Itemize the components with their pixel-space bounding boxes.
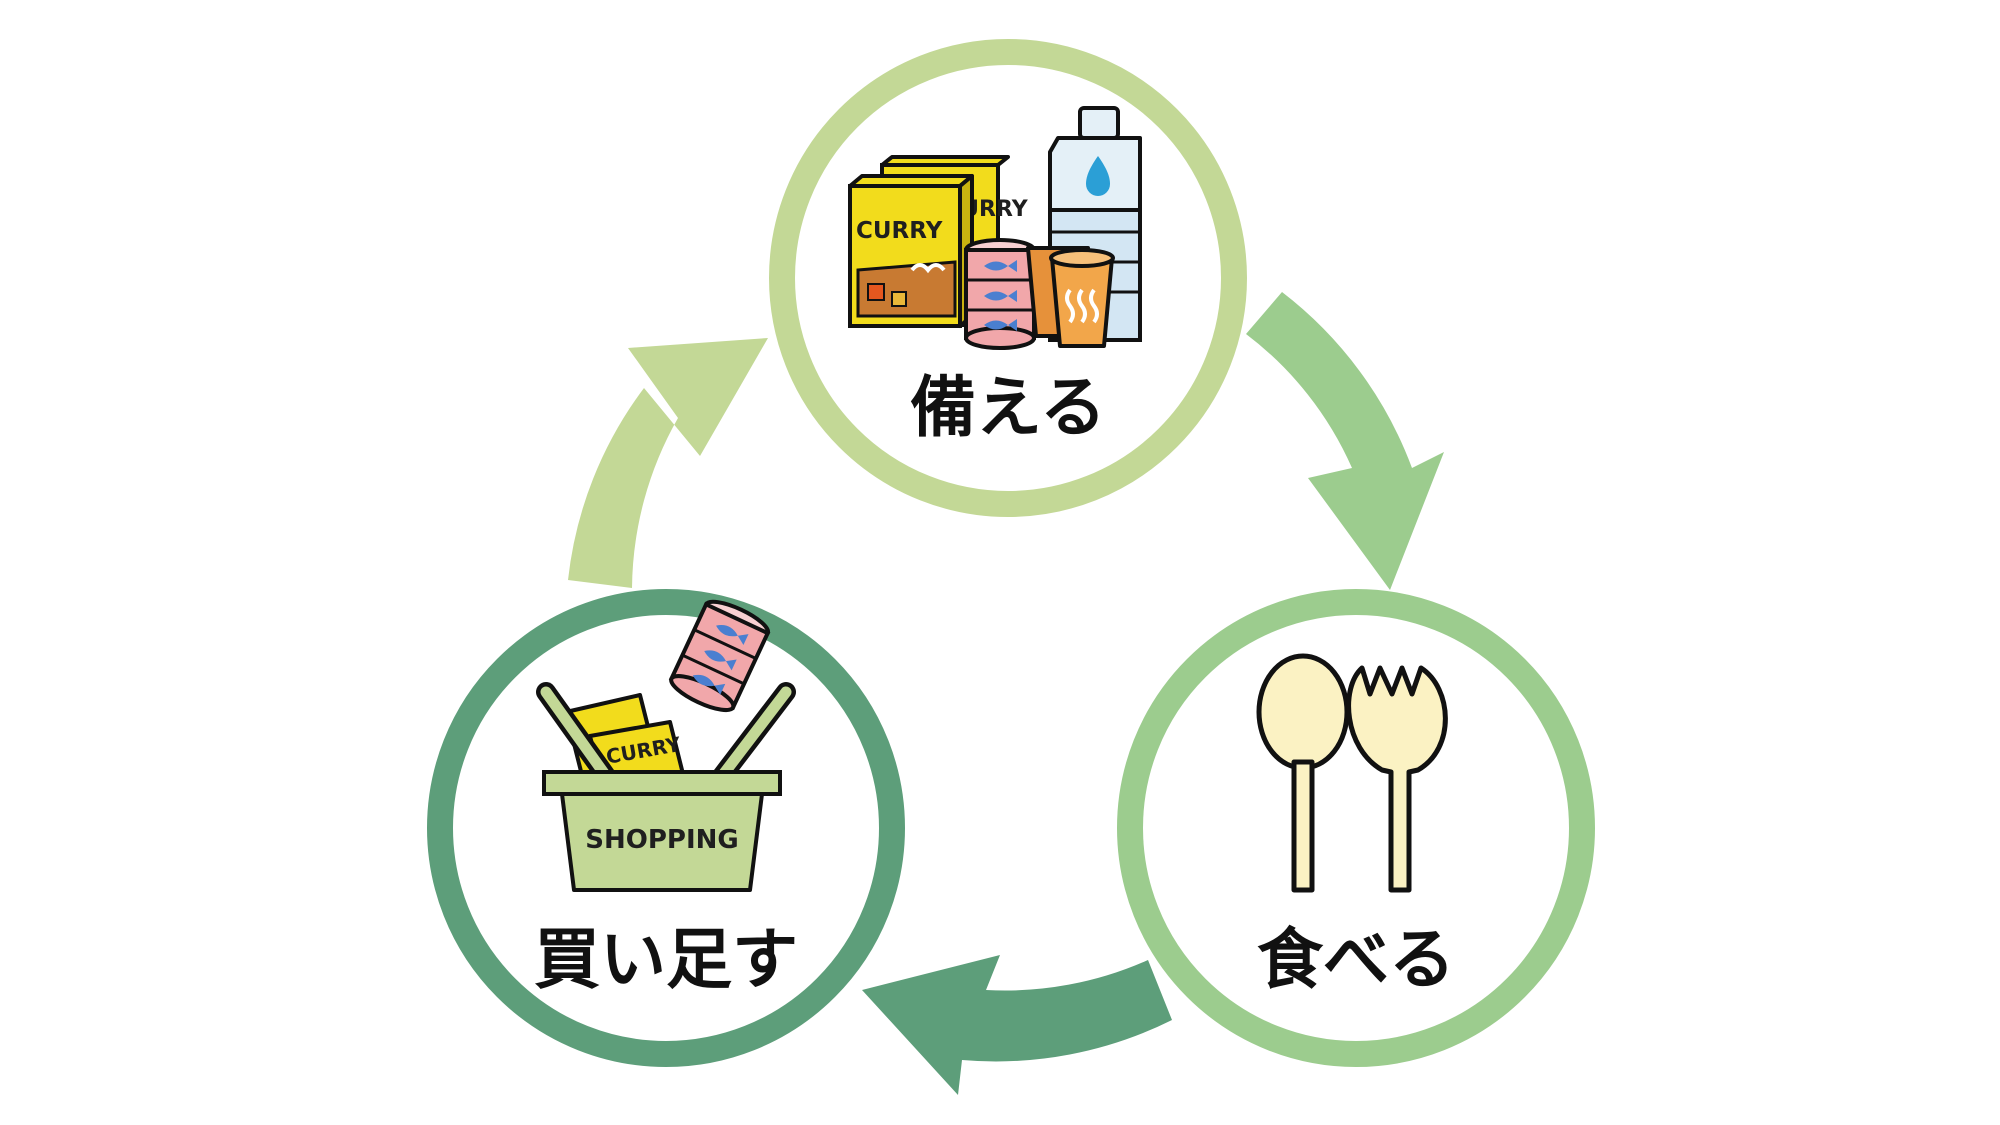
step-restock-label: 買い足す bbox=[534, 921, 798, 998]
basket-handles bbox=[536, 682, 796, 786]
basket-body bbox=[560, 792, 764, 892]
instant-soup-cup-icon bbox=[1026, 246, 1115, 348]
step-restock: CURRY SHOPPING bbox=[427, 589, 905, 1067]
fork-icon bbox=[1346, 665, 1448, 893]
basket-can-icon bbox=[668, 599, 771, 713]
shopping-basket-icon: CURRY SHOPPING bbox=[536, 599, 796, 892]
step-eat-ring bbox=[1117, 589, 1595, 1067]
step-eat-label: 食べる bbox=[1257, 921, 1455, 998]
arrow-restock-to-prepare bbox=[568, 338, 768, 588]
step-eat: 食べる bbox=[1117, 589, 1595, 1067]
arrow-eat-to-restock bbox=[862, 955, 1172, 1095]
canned-fish-icon bbox=[964, 238, 1036, 350]
arrow-prepare-to-eat bbox=[1246, 292, 1444, 590]
basket-label: SHOPPING bbox=[585, 825, 738, 855]
step-prepare: CURRY CURRY bbox=[769, 39, 1247, 517]
curry-box-front: CURRY bbox=[848, 174, 974, 328]
spoon-and-fork-icon bbox=[1256, 653, 1448, 893]
emergency-food-supplies-icon: CURRY CURRY bbox=[848, 106, 1142, 350]
water-drop-icon bbox=[1086, 156, 1110, 196]
step-prepare-label: 備える bbox=[910, 369, 1106, 446]
basket-rim bbox=[542, 770, 782, 796]
curry-front-label: CURRY bbox=[856, 218, 943, 244]
spoon-icon bbox=[1256, 653, 1350, 893]
